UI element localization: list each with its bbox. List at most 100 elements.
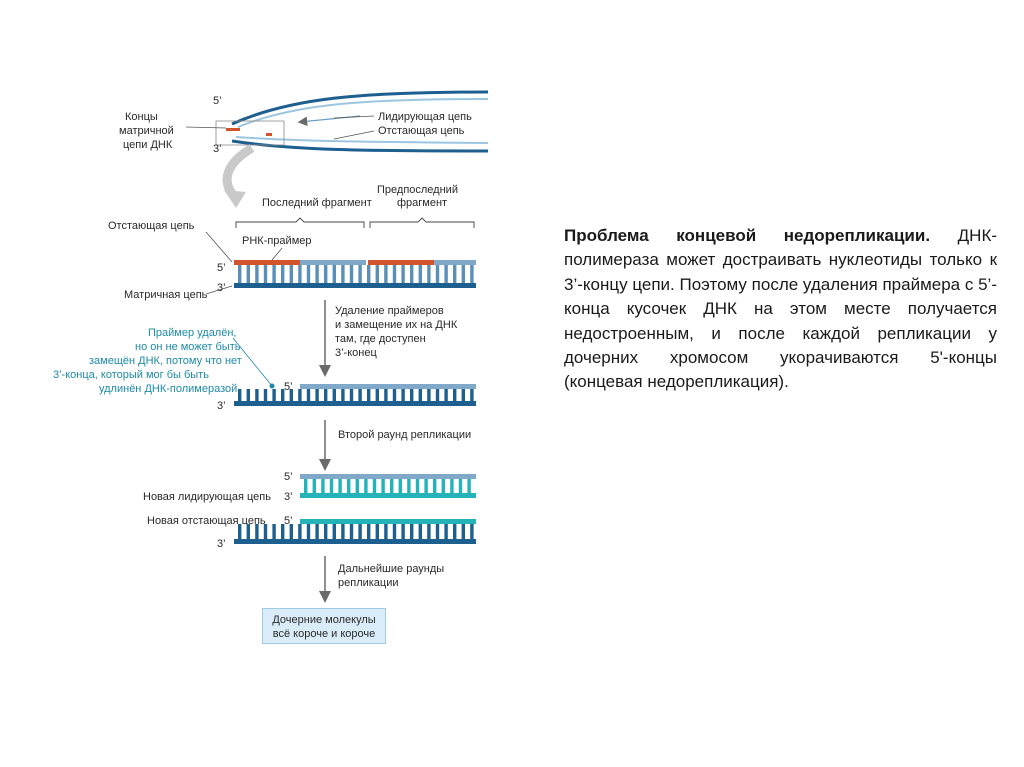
lagging-pointer <box>333 130 375 140</box>
explanation-body: ДНК-полимераза может достраивать нуклеот… <box>564 226 998 392</box>
step3a-three: 3’ <box>284 491 293 503</box>
ends-pointer <box>185 126 227 129</box>
base-pair-rung <box>238 265 242 283</box>
base-pair-rung <box>435 524 440 539</box>
fork-lower-lagging <box>235 136 489 144</box>
base-pair-rung <box>338 479 342 493</box>
base-pair-rung <box>390 479 394 493</box>
lagging-strand-label: Отстающая цепь <box>108 220 195 232</box>
further-1: Дальнейшие раунды <box>338 563 444 575</box>
step2-lagging <box>300 384 476 389</box>
note-4: 3’-конца, который мог бы быть <box>53 369 209 381</box>
penultimate-label-1: Предпоследний <box>377 184 458 196</box>
step3b-five: 5’ <box>284 515 293 527</box>
note-2: но он не может быть <box>135 341 241 353</box>
base-pair-rung <box>401 389 405 401</box>
step3b-duplex: 5’ 3’ Новая отстающая цепь <box>147 515 476 550</box>
step1-rungs <box>238 265 474 283</box>
base-pair-rung <box>433 479 437 493</box>
base-pair-rung <box>238 524 242 539</box>
base-pair-rung <box>367 265 371 283</box>
base-pair-rung <box>355 479 359 493</box>
base-pair-rung <box>255 389 259 401</box>
base-pair-rung <box>298 265 302 283</box>
result-line-2: всё короче и короче <box>272 628 376 640</box>
base-pair-rung <box>255 524 259 539</box>
base-pair-rung <box>427 524 431 539</box>
base-pair-rung <box>315 389 319 401</box>
ends-label-3: цепи ДНК <box>123 139 173 151</box>
note-pointer <box>232 337 273 387</box>
step2-five: 5’ <box>284 381 293 393</box>
ends-label-1: Концы <box>125 111 158 123</box>
primer-pointer-line <box>271 247 283 261</box>
base-pair-rung <box>453 524 457 539</box>
base-pair-rung <box>306 524 311 539</box>
base-pair-rung <box>315 524 319 539</box>
base-pair-rung <box>441 479 445 493</box>
base-pair-rung <box>332 265 336 283</box>
base-pair-rung <box>418 389 422 401</box>
base-pair-rung <box>415 479 420 493</box>
base-pair-rung <box>375 524 379 539</box>
base-pair-rung <box>289 524 293 539</box>
base-pair-rung <box>398 479 402 493</box>
note-3: замещён ДНК, потому что нет <box>89 355 242 367</box>
base-pair-rung <box>341 265 345 283</box>
base-pair-rung <box>461 265 465 283</box>
base-pair-rung <box>238 389 242 401</box>
base-pair-rung <box>453 265 457 283</box>
second-round-label: Второй раунд репликации <box>338 429 471 441</box>
base-pair-rung <box>347 479 351 493</box>
zoom-arrow-head <box>224 190 246 208</box>
fork-five-end: 5’ <box>213 95 222 107</box>
base-pair-rung <box>332 389 336 401</box>
fork-leading-label: Лидирующая цепь <box>378 111 472 123</box>
base-pair-rung <box>375 389 379 401</box>
base-pair-rung <box>349 389 354 401</box>
explanation-text: Проблема концевой недорепликации. ДНК-по… <box>564 224 997 395</box>
base-pair-rung <box>246 389 250 401</box>
base-pair-rung <box>467 479 471 493</box>
base-pair-rung <box>435 265 440 283</box>
base-pair-rung <box>281 524 285 539</box>
base-pair-rung <box>341 524 345 539</box>
removal-1: Удаление праймеров <box>335 305 444 317</box>
step3a-lagging <box>300 474 476 479</box>
base-pair-rung <box>418 524 422 539</box>
fork-primer-mark <box>226 128 240 131</box>
note-1: Праймер удалён, <box>148 327 236 339</box>
fork-upper-leading <box>237 98 489 128</box>
base-pair-rung <box>298 389 302 401</box>
base-pair-rung <box>298 524 302 539</box>
removal-4: 3’-конец <box>335 347 377 359</box>
fragment-braces: Последний фрагмент Предпоследний фрагмен… <box>235 184 475 228</box>
base-pair-rung <box>470 389 474 401</box>
step3b-new-lagging <box>300 519 476 524</box>
fork-lower-template <box>231 139 489 153</box>
note-dot <box>269 383 275 389</box>
base-pair-rung <box>410 389 414 401</box>
base-pair-rung <box>315 265 319 283</box>
base-pair-rung <box>401 524 405 539</box>
base-pair-rung <box>444 265 448 283</box>
base-pair-rung <box>435 389 440 401</box>
explanation-title: Проблема концевой недорепликации. <box>564 226 931 245</box>
base-pair-rung <box>375 265 379 283</box>
step3a-duplex: 5’ 3’ Новая лидирующая цепь <box>143 471 476 503</box>
lagging-pointer-line <box>205 231 233 263</box>
new-lagging-label: Новая отстающая цепь <box>147 515 266 527</box>
base-pair-rung <box>384 524 388 539</box>
base-pair-rung <box>367 389 371 401</box>
step3b-three: 3’ <box>217 538 226 550</box>
base-pair-rung <box>324 524 328 539</box>
base-pair-rung <box>358 265 362 283</box>
base-pair-rung <box>281 389 285 401</box>
base-pair-rung <box>384 265 388 283</box>
fork-upper-template <box>231 90 489 126</box>
step2-duplex: 5’ 3’ <box>217 381 476 412</box>
base-pair-rung <box>312 479 316 493</box>
fork-zoom-box <box>215 120 285 146</box>
base-pair-rung <box>263 265 268 283</box>
